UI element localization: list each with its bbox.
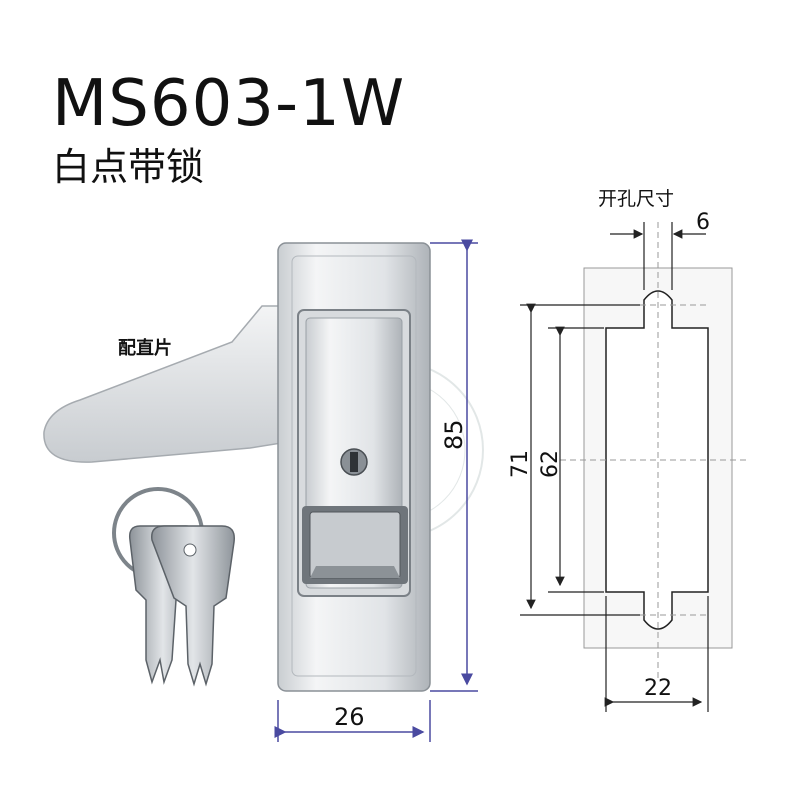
lock-height-value: 85 bbox=[440, 419, 468, 450]
product-description: 白点带锁 bbox=[52, 145, 205, 189]
keys bbox=[112, 487, 235, 687]
lock-height-dimension bbox=[430, 239, 478, 692]
cutout-inner-height-value: 62 bbox=[538, 450, 563, 478]
cutout-title: 开孔尺寸 bbox=[598, 188, 675, 210]
slot-width-dimension bbox=[610, 222, 706, 290]
lock-body bbox=[277, 242, 431, 692]
accessory-label: 配直片 bbox=[118, 338, 172, 359]
cutout-outer-height-value: 71 bbox=[508, 450, 533, 478]
cutout-outer-height-dimension bbox=[520, 303, 640, 616]
cutout-width-value: 22 bbox=[644, 676, 672, 701]
cutout-width-dimension bbox=[604, 596, 709, 712]
lock-width-value: 26 bbox=[334, 703, 365, 731]
lock-width-dimension bbox=[274, 700, 431, 742]
cutout-outline bbox=[560, 222, 750, 680]
product-model-title: MS603-1W bbox=[52, 67, 406, 141]
straight-blade bbox=[43, 305, 301, 463]
slot-width-value: 6 bbox=[696, 210, 710, 235]
cutout-inner-height-dimension bbox=[548, 326, 604, 593]
